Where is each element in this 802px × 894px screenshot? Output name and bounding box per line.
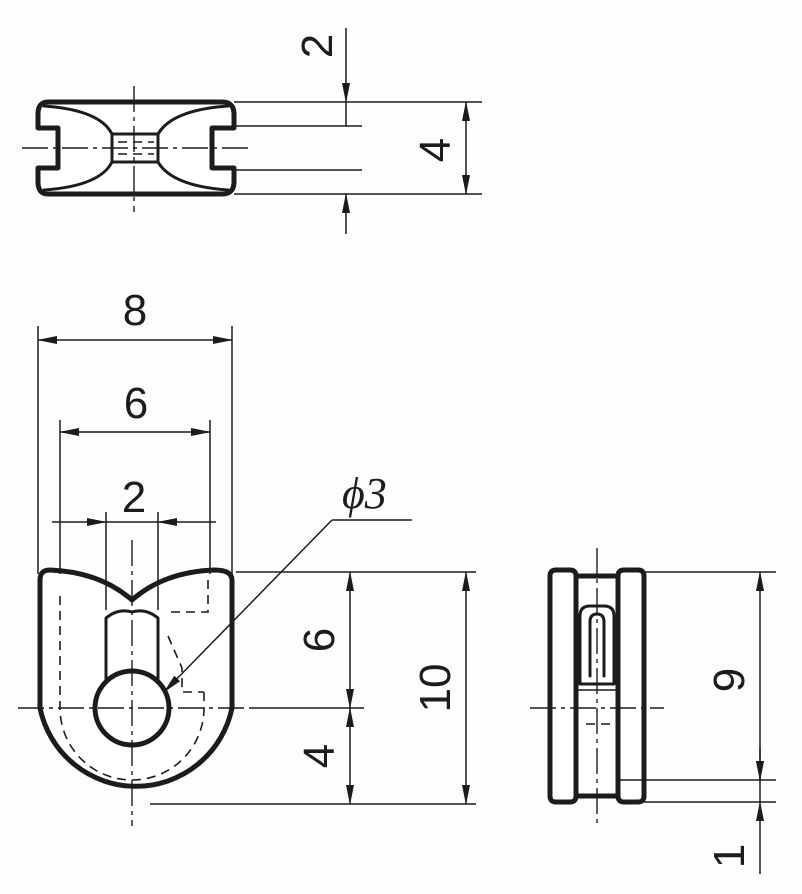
side-view: 9 1 [530, 548, 776, 874]
front-view-dim-lower-height-label: 4 [295, 744, 344, 768]
front-view-dim-inner-width-label: 6 [124, 379, 148, 428]
front-view-slot-right [130, 609, 160, 692]
front-view-hidden-right [167, 580, 209, 693]
front-view-dim-total-height-label: 10 [411, 664, 460, 713]
front-view-dim-slot-width-label: 2 [122, 473, 146, 522]
front-view-dim-hole-label: ϕ3 [342, 469, 387, 518]
top-view-dim-groove-label: 2 [293, 34, 342, 58]
side-view-slot-outer [578, 604, 616, 686]
front-view-slot-left [104, 609, 134, 692]
side-view-dim-height-label: 9 [705, 668, 754, 692]
front-view-dim-overall-width-label: 8 [123, 286, 147, 335]
side-view-right-flange [615, 567, 647, 805]
side-view-left-flange [547, 567, 579, 805]
top-view: 2 4 [22, 28, 482, 234]
front-view-dim-upper-height-label: 6 [295, 628, 344, 652]
front-view-hole-leader [163, 519, 333, 693]
front-view: 8 6 2 ϕ3 6 4 10 [18, 286, 476, 826]
side-view-dim-flange-label: 1 [705, 844, 754, 868]
front-view-hidden-u [59, 596, 205, 781]
top-view-dim-height-label: 4 [411, 138, 460, 162]
